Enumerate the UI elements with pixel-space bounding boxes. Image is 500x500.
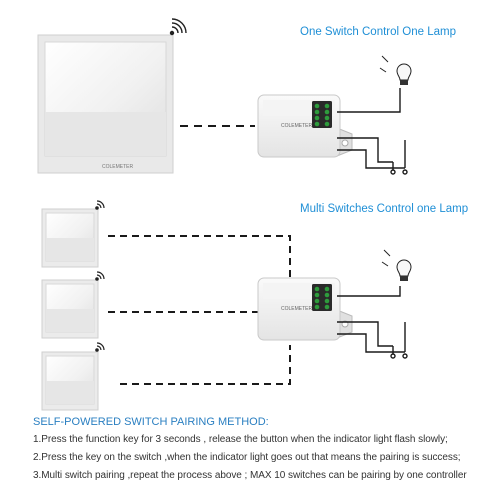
- pairing-method-heading: SELF-POWERED SWITCH PAIRING METHOD:: [33, 416, 269, 428]
- receiver-brand-mark: COLEMETER: [281, 306, 313, 312]
- power-wiring: [337, 137, 408, 175]
- lamp-wire: [337, 88, 401, 113]
- pairing-step-2: 2.Press the key on the switch ,when the …: [33, 452, 461, 463]
- pairing-step-1: 1.Press the function key for 3 seconds ,…: [33, 434, 448, 445]
- pairing-step-3: 3.Multi switch pairing ,repeat the proce…: [33, 470, 467, 481]
- small-switch-2: [41, 279, 99, 339]
- small-switch-1: [41, 208, 99, 268]
- small-switch-3: [41, 351, 99, 411]
- receiver-module: COLEMETER: [257, 94, 353, 158]
- wireless-signal-icon: [169, 18, 187, 36]
- switch-brand-mark: COLEMETER: [102, 164, 134, 170]
- lamp-wire: [337, 286, 401, 297]
- lamp-bulb-icon: [379, 55, 412, 85]
- big-wall-switch: COLEMETER: [37, 34, 174, 174]
- receiver-module: COLEMETER: [257, 277, 353, 341]
- single-switch-title: One Switch Control One Lamp: [300, 26, 456, 38]
- wireless-signal-icon: [95, 200, 105, 352]
- receiver-brand-mark: COLEMETER: [281, 123, 313, 129]
- lamp-bulb-icon: [381, 249, 412, 281]
- power-wiring: [337, 321, 408, 359]
- wireless-link-lines: [108, 235, 291, 385]
- multi-switch-title: Multi Switches Control one Lamp: [300, 203, 469, 215]
